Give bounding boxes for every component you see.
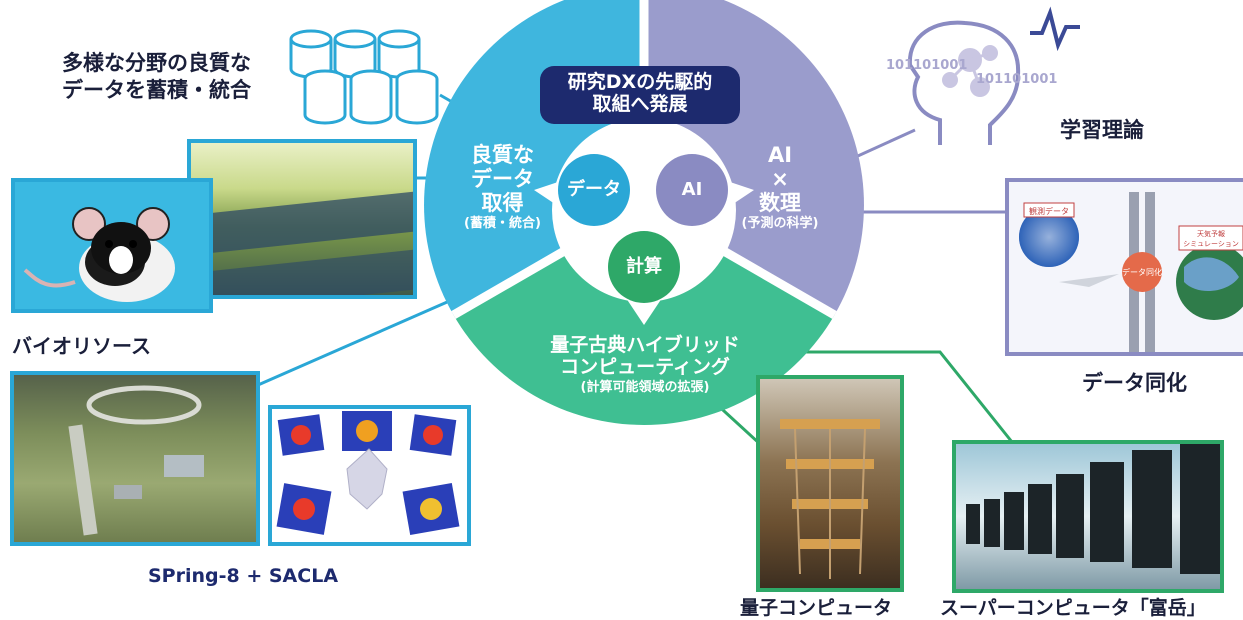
bottom-line1: 量子古典ハイブリッド [550, 334, 740, 356]
connector-super [790, 350, 1014, 443]
right-line2: × [771, 167, 789, 192]
database-icon [289, 29, 439, 125]
data-accumulation-label: 多様な分野の良質な データを蓄積・統合 [62, 50, 251, 104]
arrow-left [534, 180, 564, 210]
node-compute-circle [608, 231, 680, 303]
data-label-line2: データを蓄積・統合 [62, 78, 251, 102]
mouse-icon [23, 207, 175, 302]
spring8-ring-icon [68, 385, 204, 536]
top-banner-line2: 取組へ発展 [592, 92, 688, 115]
right-line3: 数理 [759, 191, 801, 216]
quantum-computer-label: 量子コンピュータ [740, 597, 893, 619]
node-ai-label: AI [681, 179, 703, 200]
quantum-computer-photo [756, 375, 904, 592]
node-ai-circle [656, 154, 728, 226]
bottom-line2: コンピューティング [560, 355, 730, 378]
central-circle-diagram [424, 0, 864, 425]
spring8-label: SPring-8 + SACLA [148, 565, 339, 587]
spring8-photo [10, 371, 260, 546]
mouse-photo [11, 178, 213, 313]
sim-label-line2: シミュレーション [1183, 240, 1239, 248]
top-banner [540, 66, 740, 124]
arrow-down [624, 295, 664, 325]
left-line3: 取得 [481, 191, 524, 216]
data-assimilation-label: データ同化 [1082, 371, 1187, 395]
assim-center-label: データ同化 [1122, 267, 1162, 277]
left-line2: データ [471, 167, 534, 192]
right-line1: AI [767, 143, 793, 167]
quantum-chandelier-icon [780, 419, 880, 579]
right-sub: (予測の科学) [741, 216, 819, 232]
node-data-circle [558, 154, 630, 226]
bioresource-label: バイオリソース [12, 334, 151, 358]
obs-data-label: 観測データ [1029, 206, 1069, 216]
sim-label-line1: 天気予報 [1197, 229, 1225, 238]
arrow-right [724, 180, 754, 210]
right-sector-text: AI × 数理 (予測の科学) [720, 143, 840, 232]
top-banner-text: 研究DXの先駆的 取組へ発展 [540, 71, 740, 116]
left-line1: 良質な [471, 143, 534, 167]
supercomputer-label: スーパーコンピュータ「富岳」 [940, 597, 1206, 619]
node-compute-label: 計算 [626, 256, 662, 277]
data-assimilation-photo: 観測データ データ同化 天気予報 シミュレーション [1005, 178, 1243, 356]
binary-text-1: 101101001 [886, 58, 967, 73]
supercomputer-photo [952, 440, 1224, 593]
data-label-line1: 多様な分野の良質な [62, 51, 251, 75]
binary-text-2: 101101001 [976, 72, 1057, 87]
left-sector-text: 良質な データ 取得 (蓄積・統合) [445, 143, 560, 232]
plants-photo [187, 139, 417, 299]
node-data-label: データ [567, 179, 621, 200]
diffraction-photo [268, 405, 471, 546]
top-banner-line1: 研究DXの先駆的 [567, 71, 713, 93]
supercomputer-racks-icon [966, 444, 1220, 574]
bottom-sub: (計算可能領域の拡張) [580, 379, 710, 395]
diffraction-pattern-icon [276, 411, 460, 536]
learning-theory-label: 学習理論 [1060, 118, 1144, 142]
ai-head-icon: 101101001 101101001 [886, 6, 1080, 145]
left-sub: (蓄積・統合) [464, 216, 541, 232]
assimilation-illustration: 観測データ データ同化 天気予報 シミュレーション [1019, 192, 1243, 352]
bottom-sector-text: 量子古典ハイブリッド コンピューティング (計算可能領域の拡張) [500, 334, 790, 396]
connector-spring8 [257, 290, 471, 387]
